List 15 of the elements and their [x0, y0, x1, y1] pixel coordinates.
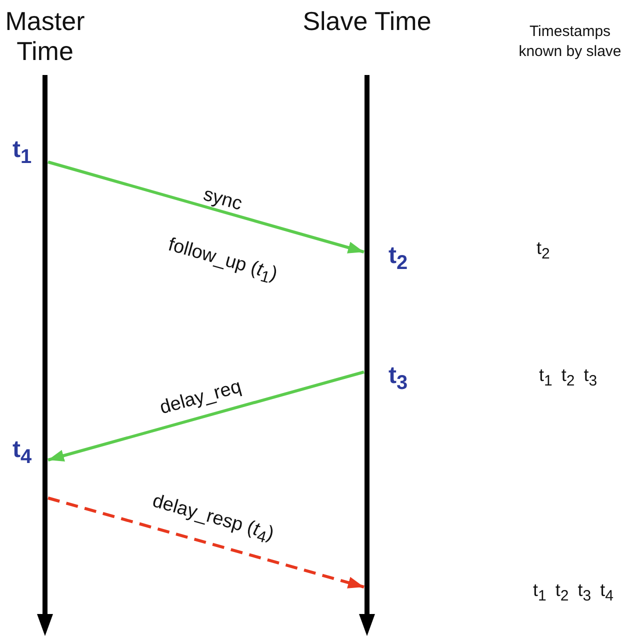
dashed-arrow: [48, 496, 364, 588]
timestamp-list: t$_{2}$: [536, 238, 550, 262]
column-heading: Timestamps known by slave: [518, 22, 622, 62]
timestamp-mark: t$_{3}$: [388, 362, 408, 394]
timestamp-mark: t$_{4}$: [12, 436, 32, 468]
edge-label: delay_req: [157, 376, 244, 420]
timeline-heading: Master Time: [4, 6, 86, 66]
timestamp-list: t$_{1}$ t$_{2}$ t$_{3}$ t$_{4}$: [533, 580, 614, 604]
timestamp-list: t$_{1}$ t$_{2}$ t$_{3}$: [539, 364, 598, 390]
timeline-heading: Slave Time: [302, 6, 432, 36]
edge-label: sync: [200, 184, 244, 216]
timestamp-mark: t$_{1}$: [12, 136, 32, 168]
timestamp-mark: t$_{2}$: [388, 242, 408, 274]
arrow: [48, 160, 364, 254]
arrow: [48, 370, 364, 462]
